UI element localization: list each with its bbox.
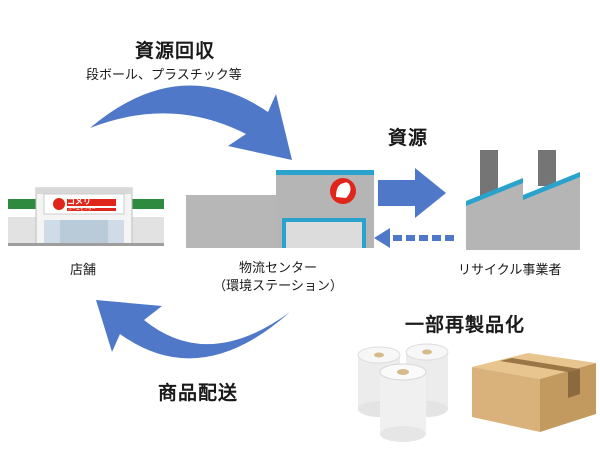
factory-icon [466,150,580,250]
collection-title: 資源回収 [135,40,216,62]
center-label-line2: （環境ステーション） [213,279,343,294]
store-icon [8,187,164,246]
collection-arrow [90,85,292,160]
cardboard-box-icon [472,353,596,432]
logistics-center-icon [186,170,374,248]
return-dashed-arrow [374,228,454,248]
reproduce-label: 一部再製品化 [405,314,526,336]
resource-label: 資源 [388,127,429,149]
delivery-arrow [96,300,290,359]
resource-arrow-right [378,168,446,218]
center-label-line1: 物流センター [238,261,317,276]
store-label: 店舗 [70,263,97,278]
center-label: 物流センター （環境ステーション） [208,260,348,296]
paper-rolls-icon [357,343,449,442]
delivery-label: 商品配送 [158,382,239,404]
collection-subtitle: 段ボール、プラスチック等 [86,68,242,83]
store-logo-text: コメリ [67,197,91,206]
store-logo-subtext: ホームセンター [68,206,96,211]
recycler-label: リサイクル事業者 [458,263,562,278]
